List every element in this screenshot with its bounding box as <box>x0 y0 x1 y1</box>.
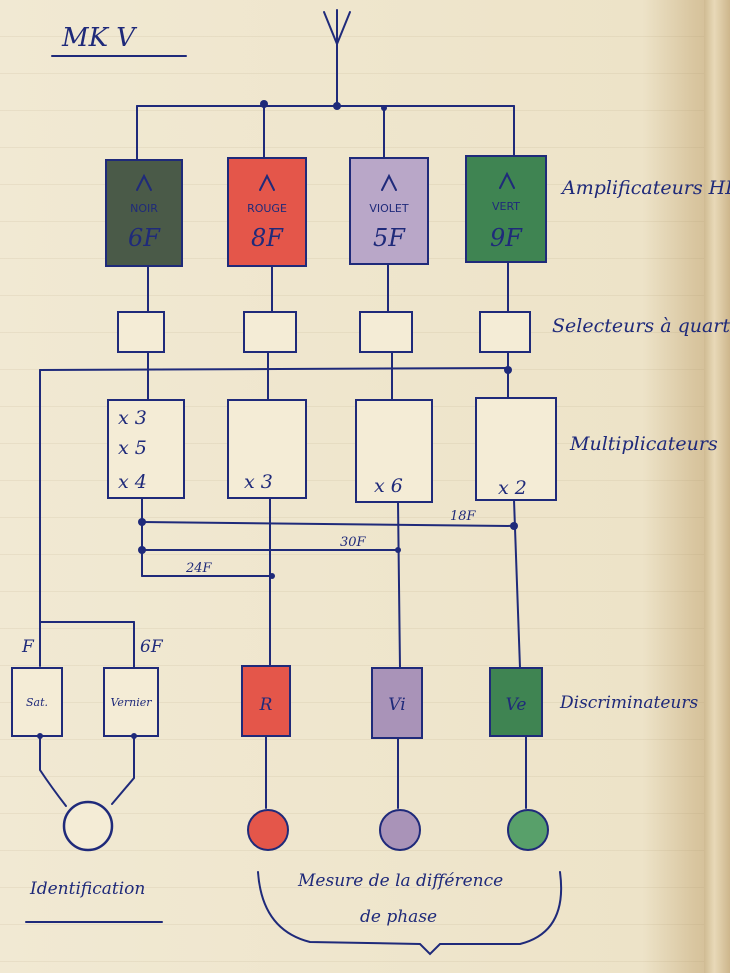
amplifier-freq: 5F <box>373 224 406 252</box>
phase-caption-line1: Mesure de la différence <box>297 871 503 891</box>
vernier-box <box>103 667 159 737</box>
amplifier-name: VERT <box>492 200 520 213</box>
amplifier-rouge: ROUGE 8F <box>227 157 307 267</box>
sat-box-label: Sat. <box>26 696 48 709</box>
phase-meter-red-icon <box>247 809 289 851</box>
selectors-label: Selecteurs à quartz <box>552 315 730 337</box>
vernier-box-label: Vernier <box>110 696 152 709</box>
bus-junction <box>260 100 268 108</box>
bus-junction <box>333 102 341 110</box>
identification-meter-icon <box>62 800 114 852</box>
quartz-selector <box>479 311 531 353</box>
amplifier-freq: 9F <box>490 224 523 252</box>
multiplier-box <box>355 399 433 503</box>
sat-box <box>11 667 63 737</box>
quartz-selector <box>359 311 413 353</box>
multiplier-factor: x 3 <box>118 407 147 429</box>
discriminator-r <box>241 665 291 737</box>
amplifiers-label: Amplificateurs HF <box>560 177 730 199</box>
label-f: F <box>21 637 35 657</box>
multiplier-factor: x 4 <box>118 471 147 493</box>
antenna-icon <box>323 9 351 107</box>
amplifier-name: VIOLET <box>369 202 409 215</box>
diagram-title: MK V <box>61 23 137 53</box>
line-18f <box>141 521 515 527</box>
amplifier-name: ROUGE <box>247 202 287 215</box>
phase-meter-green-icon <box>507 809 549 851</box>
quartz-selector <box>243 311 297 353</box>
multiplier-factor: x 5 <box>118 437 147 459</box>
identification-caption: Identification <box>29 879 145 899</box>
freq-label-30f: 30F <box>340 535 367 550</box>
amplifier-name: NOIR <box>130 202 158 215</box>
discriminator-label: Ve <box>506 695 527 715</box>
multiplier-factor: x 3 <box>244 471 273 493</box>
multiplier-factor: x 2 <box>498 477 527 499</box>
amplifier-freq: 6F <box>128 224 161 252</box>
quartz-selector <box>117 311 165 353</box>
amplifier-noir: NOIR 6F <box>105 159 183 267</box>
amplifier-violet: VIOLET 5F <box>349 157 429 265</box>
multiplier-box <box>227 399 307 499</box>
discriminator-label: R <box>259 695 273 715</box>
selector-bus <box>39 367 509 371</box>
multiplier-box <box>475 397 557 501</box>
phase-meter-violet-icon <box>379 809 421 851</box>
amplifier-freq: 8F <box>251 224 284 252</box>
label-6f: 6F <box>140 637 164 657</box>
multiplier-factor: x 6 <box>374 475 403 497</box>
amplifier-vert: VERT 9F <box>465 155 547 263</box>
freq-label-24f: 24F <box>185 561 213 576</box>
discriminator-ve <box>489 667 543 737</box>
discriminator-label: Vi <box>388 695 405 715</box>
discriminators-label: Discriminateurs <box>559 693 698 713</box>
phase-brace <box>257 871 563 956</box>
phase-caption-line2: de phase <box>360 907 437 927</box>
page-edge <box>704 0 730 973</box>
multipliers-label: Multiplicateurs <box>569 433 718 455</box>
freq-label-18f: 18F <box>450 509 477 524</box>
multiplier-box <box>107 399 185 499</box>
